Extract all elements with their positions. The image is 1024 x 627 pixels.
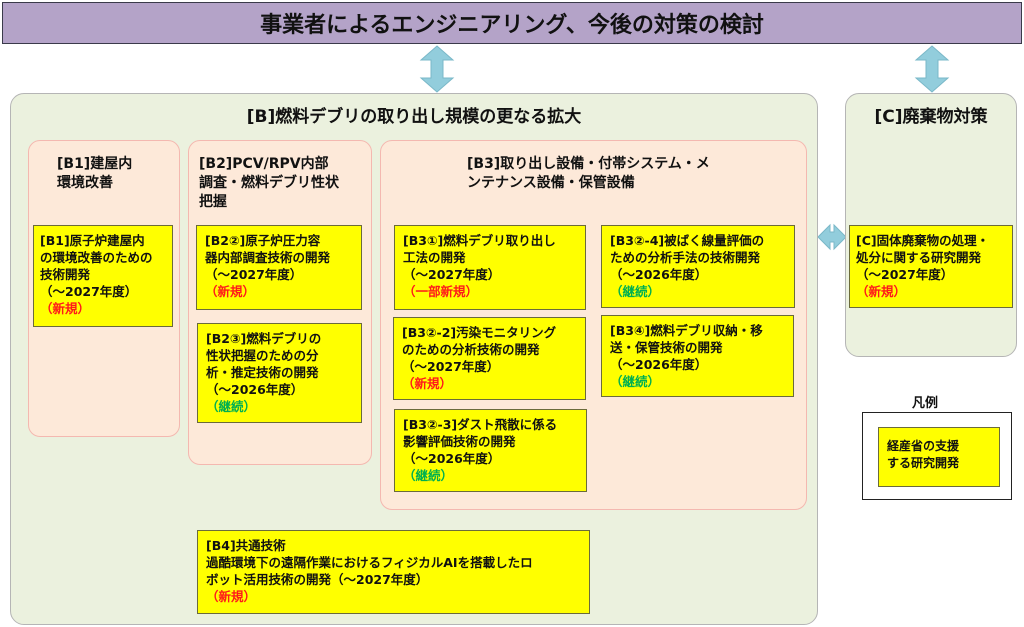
box-line: ボット活用技術の開発（～2027年度） <box>206 572 429 587</box>
box-line: 工法の開発 <box>403 250 466 265</box>
legend-item: 経産省の支援 する研究開発 <box>878 427 1000 487</box>
header-title: 事業者によるエンジニアリング、今後の対策の検討 <box>2 2 1022 44</box>
box-line: [B3④]燃料デブリ収納・移 <box>610 323 763 338</box>
title-line: 環境改善 <box>57 175 113 191</box>
box-line: [B3①]燃料デブリ取り出し <box>403 233 556 248</box>
box-line: （～2027年度） <box>205 267 303 282</box>
box-line: （～2027年度） <box>402 359 500 374</box>
status-continued: （継続） <box>610 374 661 389</box>
box-line: ための分析手法の技術開発 <box>610 250 761 265</box>
status-new: （新規） <box>206 589 257 604</box>
status-partially-new: （一部新規） <box>403 284 479 299</box>
box-line: （～2026年度） <box>610 267 708 282</box>
double-arrow-icon <box>914 45 950 93</box>
box-line: 技術開発 <box>40 267 91 282</box>
box-b4: [B4]共通技術 過酷環境下の遠隔作業におけるフィジカルAIを搭載したロ ボット… <box>197 530 590 614</box>
status-continued: （継続） <box>403 468 454 483</box>
title-line: 把握 <box>199 194 227 210</box>
status-new: （新規） <box>205 284 256 299</box>
box-b3-1: [B3①]燃料デブリ取り出し 工法の開発 （～2027年度） （一部新規） <box>394 225 586 310</box>
box-line: （～2027年度） <box>403 267 501 282</box>
box-line: （～2026年度） <box>206 382 304 397</box>
box-line: [B3②-4]被ばく線量評価の <box>610 233 765 248</box>
title-line: ンテナンス設備・保管設備 <box>467 175 635 191</box>
panel-b-title: [B]燃料デブリの取り出し規模の更なる拡大 <box>246 107 582 127</box>
box-b1: [B1]原子炉建屋内 の環境改善のための 技術開発 （～2027年度） （新規） <box>33 225 173 327</box>
status-new: （新規） <box>856 284 907 299</box>
box-b3-2-2: [B3②-2]汚染モニタリング のための分析技術の開発 （～2027年度） （新… <box>393 317 586 400</box>
box-line: [B3②-2]汚染モニタリング <box>402 325 557 340</box>
box-b3-2-3: [B3②-3]ダスト飛散に係る 影響評価技術の開発 （～2026年度） （継続） <box>394 409 587 492</box>
box-line: のための分析技術の開発 <box>402 342 540 357</box>
box-line: 性状把握のための分 <box>206 348 319 363</box>
panel-b1-title: [B1]建屋内 環境改善 <box>57 155 132 193</box>
status-new: （新規） <box>402 376 453 391</box>
legend-title: 凡例 <box>912 396 939 411</box>
box-b3-2-4: [B3②-4]被ばく線量評価の ための分析手法の技術開発 （～2026年度） （… <box>601 225 795 308</box>
box-line: 影響評価技術の開発 <box>403 434 516 449</box>
box-line: 析・推定技術の開発 <box>206 365 319 380</box>
box-b2-2: [B2②]原子炉圧力容 器内部調査技術の開発 （～2027年度） （新規） <box>196 225 362 310</box>
panel-c-title: [C]廃棄物対策 <box>874 107 988 127</box>
box-line: （～2027年度） <box>40 284 138 299</box>
legend: 経産省の支援 する研究開発 <box>862 412 1012 500</box>
box-line: [B4]共通技術 <box>206 538 286 553</box>
box-line: [B2③]燃料デブリの <box>206 331 322 346</box>
legend-line: する研究開発 <box>887 456 960 470</box>
box-line: [C]固体廃棄物の処理・ <box>856 233 990 248</box>
title-line: 調査・燃料デブリ性状 <box>199 175 339 191</box>
double-arrow-icon <box>419 45 455 93</box>
double-arrow-icon <box>817 223 847 251</box>
box-line: [B1]原子炉建屋内 <box>40 233 145 248</box>
box-line: （～2027年度） <box>856 267 954 282</box>
box-line: （～2026年度） <box>403 451 501 466</box>
box-b2-3: [B2③]燃料デブリの 性状把握のための分 析・推定技術の開発 （～2026年度… <box>197 323 362 423</box>
title-line: [B2]PCV/RPV内部 <box>199 156 329 172</box>
legend-line: 経産省の支援 <box>887 439 960 453</box>
panel-b2-title: [B2]PCV/RPV内部 調査・燃料デブリ性状 把握 <box>199 155 339 212</box>
panel-b3-title: [B3]取り出し設備・付帯システム・メ ンテナンス設備・保管設備 <box>467 155 710 193</box>
box-line: [B2②]原子炉圧力容 <box>205 233 321 248</box>
box-line: 過酷環境下の遠隔作業におけるフィジカルAIを搭載したロ <box>206 555 533 570</box>
box-line: [B3②-3]ダスト飛散に係る <box>403 417 558 432</box>
title-line: [B3]取り出し設備・付帯システム・メ <box>467 156 710 172</box>
status-continued: （継続） <box>610 284 661 299</box>
title-line: [B1]建屋内 <box>57 156 133 172</box>
status-new: （新規） <box>40 301 91 316</box>
box-line: （～2026年度） <box>610 357 708 372</box>
box-b3-4: [B3④]燃料デブリ収納・移 送・保管技術の開発 （～2026年度） （継続） <box>601 315 794 397</box>
box-line: 器内部調査技術の開発 <box>205 250 331 265</box>
box-line: の環境改善のための <box>40 250 153 265</box>
box-c: [C]固体廃棄物の処理・ 処分に関する研究開発 （～2027年度） （新規） <box>849 225 1013 308</box>
status-continued: （継続） <box>206 399 257 414</box>
box-line: 送・保管技術の開発 <box>610 340 723 355</box>
box-line: 処分に関する研究開発 <box>856 250 982 265</box>
